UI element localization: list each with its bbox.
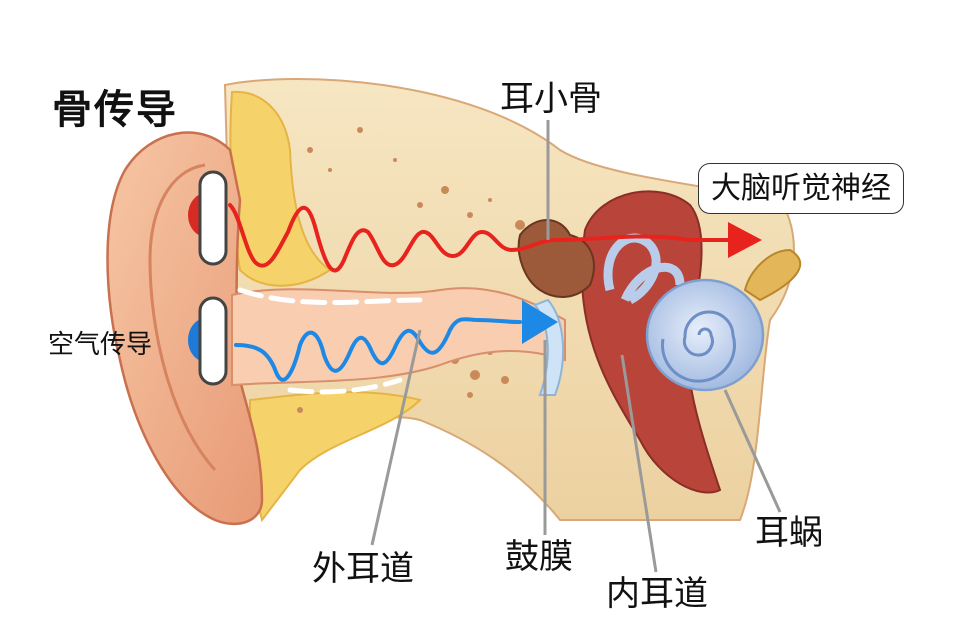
auditory-nerve-label: 大脑听觉神经 (698, 163, 904, 214)
air-conduction-label: 空气传导 (48, 330, 153, 360)
eardrum-label: 鼓膜 (505, 537, 573, 577)
fat-tissue-lower (248, 391, 422, 523)
inner-canal-label: 内耳道 (606, 574, 708, 614)
bone-conduction-label: 骨传导 (52, 87, 178, 133)
air-conduction-wave (234, 317, 522, 382)
canal-highlight-dashes (237, 287, 423, 395)
leader-cochlea (723, 389, 782, 513)
arrow-right-icon (522, 300, 558, 344)
earbud-blue-icon (188, 296, 228, 386)
cochlea (645, 278, 765, 392)
arrow-right-icon (728, 222, 762, 258)
ear-canal-label: 外耳道 (312, 549, 414, 589)
ear-canal (231, 287, 566, 387)
cochlea-label: 耳蜗 (755, 513, 823, 553)
bone-conduction-wave (228, 203, 734, 273)
leader-inner-canal (620, 354, 658, 573)
leader-ear-canal (370, 329, 422, 546)
earbud-red-icon (188, 170, 228, 266)
outer-ear-fold (148, 163, 217, 472)
auditory-nerve (743, 248, 802, 302)
semicircular-canals (603, 233, 685, 305)
leader-lines (370, 120, 782, 573)
ossicles-label: 耳小骨 (500, 79, 602, 119)
